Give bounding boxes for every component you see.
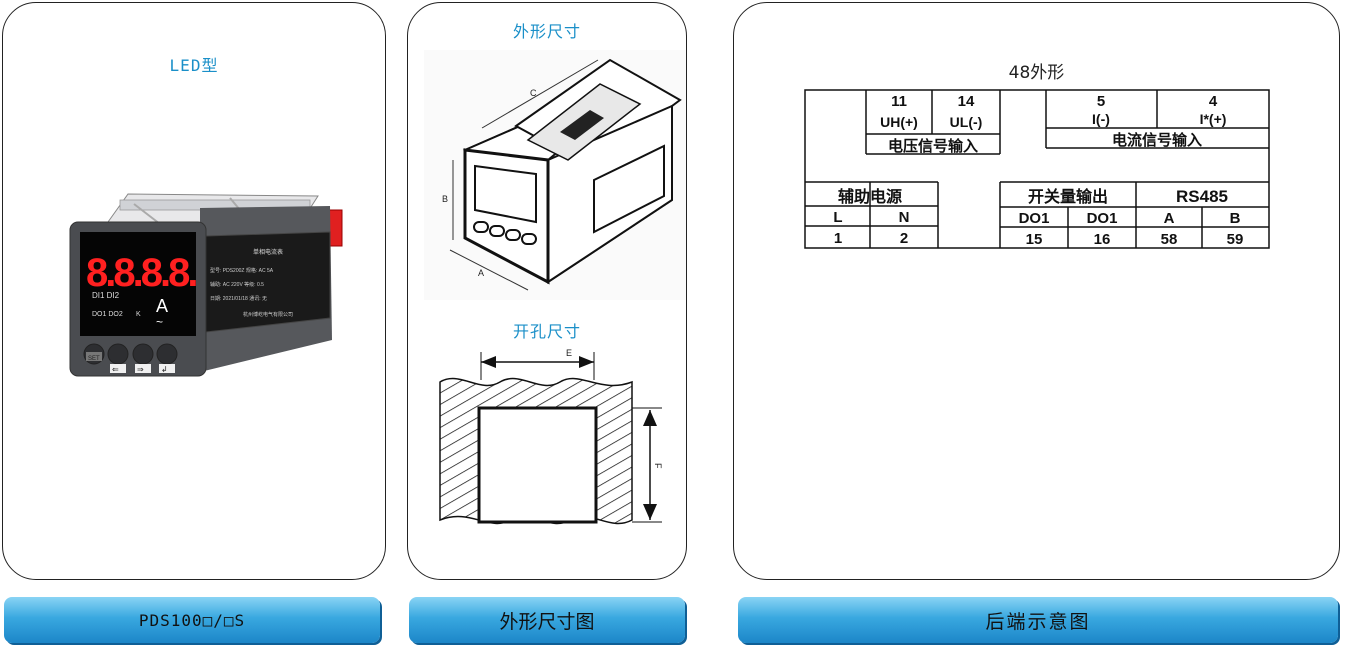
housing-48-title: 48外形 xyxy=(1008,63,1065,83)
dimension-caption: 外形尺寸图 xyxy=(409,597,685,643)
led-type-title: LED型 xyxy=(169,56,219,75)
outline-dimensions-title: 外形尺寸 xyxy=(512,22,581,41)
dimensions-panel xyxy=(407,2,687,580)
rear-view-caption: 后端示意图 xyxy=(738,597,1338,643)
model-caption: PDS100□/□S xyxy=(4,597,380,643)
cutout-dimensions-title: 开孔尺寸 xyxy=(512,322,581,341)
rear-terminal-panel xyxy=(733,2,1340,580)
product-photo-panel xyxy=(2,2,386,580)
